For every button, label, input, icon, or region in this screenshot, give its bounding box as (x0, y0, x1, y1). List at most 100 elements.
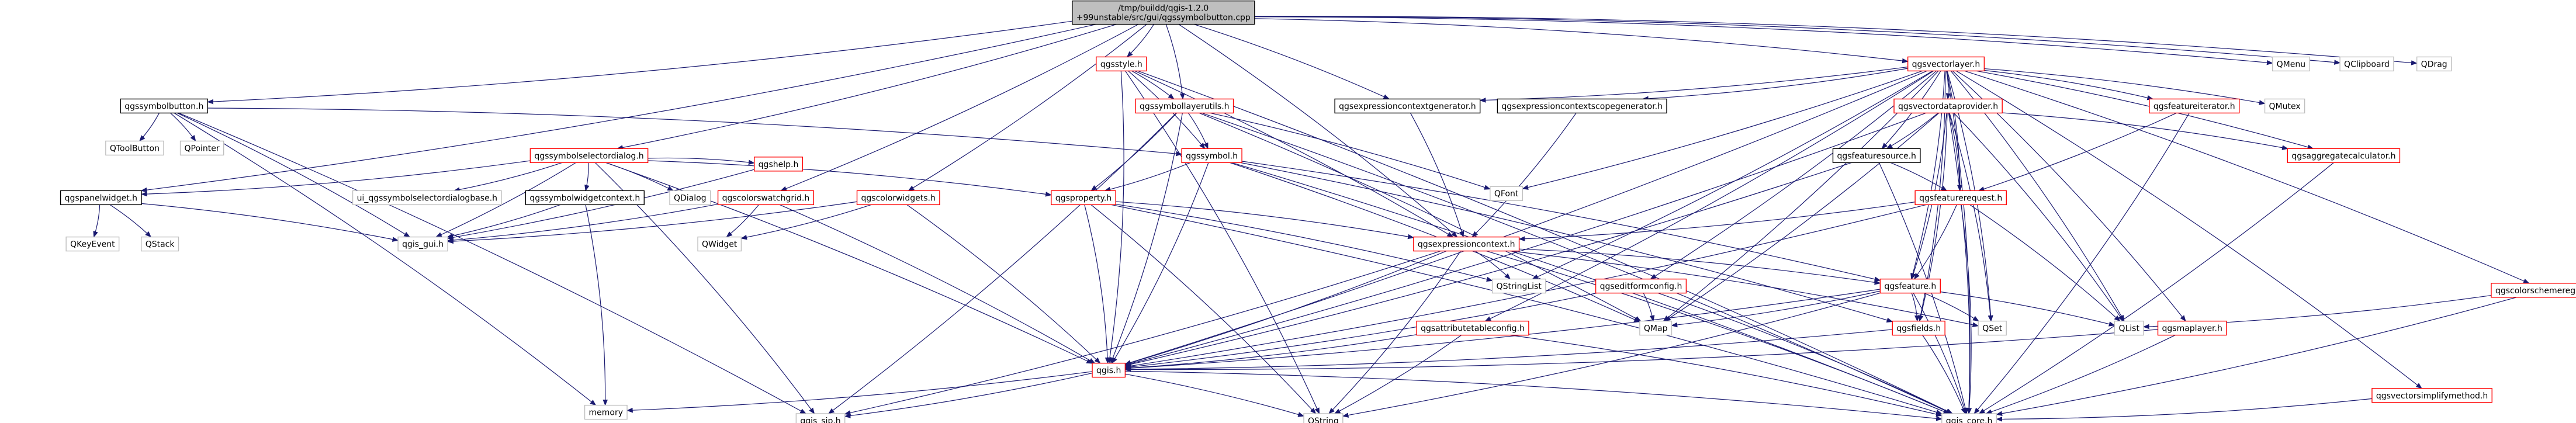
node-qgsexprctxscopegen[interactable]: qgsexpressioncontextscopegenerator.h (1497, 98, 1667, 114)
node-label: qgscolorswatchgrid.h (722, 193, 810, 203)
node-qgscolorswatchgrid[interactable]: qgscolorswatchgrid.h (717, 190, 814, 206)
edge (617, 24, 1117, 150)
node-label: qgsvectorlayer.h (1912, 60, 1981, 69)
edge-qgsstyle-to-qgis-core (1138, 70, 1954, 414)
edge (1124, 329, 2158, 372)
node-qgspanelwidget[interactable]: qgspanelwidget.h (60, 190, 142, 206)
node-qdialog[interactable]: QDialog (669, 190, 711, 206)
edge-qgssymbolbutton-to-qgis-sip (178, 112, 806, 414)
edge (1969, 204, 2121, 322)
node-qgsproperty[interactable]: qgsproperty.h (1051, 190, 1116, 206)
edge-qgssymbolbutton-to-qtoolbutton (139, 113, 160, 142)
node-qmutex[interactable]: QMutex (2264, 98, 2305, 114)
node-qgscolorschemeregistry[interactable]: qgscolorschemeregistry.h (2491, 283, 2576, 298)
node-box (753, 157, 804, 172)
edge-qgsvectordataprovider-to-qlist (1953, 113, 2124, 322)
edge (626, 371, 1093, 413)
node-qgsmaplayer[interactable]: qgsmaplayer.h (2157, 320, 2227, 336)
edge (1486, 251, 1950, 414)
edge-qgsvectordataprovider-to-qgsaggregatecalculator (2002, 112, 2288, 150)
edge (828, 113, 1177, 414)
node-box (1893, 98, 2003, 114)
node-label: qgsfeaturesource.h (1837, 151, 1916, 161)
node-ui-qgssymbolselectordialogbase[interactable]: ui_qgssymbolselectordialogbase.h (352, 190, 502, 206)
edge (1642, 68, 1908, 102)
edge (1334, 335, 1462, 414)
edge (1112, 162, 1209, 364)
node-qgsvectorsimplifymethod[interactable]: qgsvectorsimplifymethod.h (2371, 388, 2492, 403)
node-qgsvectorlayer[interactable]: qgsvectorlayer.h (1907, 56, 1985, 72)
edge-qgssymbolselectordialog-to-qgssymbolwidgetcontext (584, 162, 590, 192)
node-root[interactable]: /tmp/buildd/qgis-1.2.0+99unstable/src/gu… (1072, 0, 1255, 25)
edge (1948, 113, 1972, 415)
node-qgssymbolwidgetcontext[interactable]: qgssymbolwidgetcontext.h (525, 190, 645, 206)
node-box (352, 190, 502, 206)
node-box (1907, 56, 1985, 72)
node-qgssymbolbutton[interactable]: qgssymbolbutton.h (120, 98, 209, 114)
node-qtoolbutton[interactable]: QToolButton (105, 140, 164, 156)
edge (1254, 16, 2341, 65)
edge (1084, 204, 1110, 364)
node-box (1303, 413, 1344, 423)
node-qgssymbol[interactable]: qgssymbol.h (1181, 148, 1242, 164)
node-label: /tmp/buildd/qgis-1.2.0+99unstable/src/gu… (1076, 4, 1251, 23)
edge-qgsexpressioncontext-to-qstringlist (1474, 251, 1511, 280)
node-qgssymbollayerutils[interactable]: qgssymbollayerutils.h (1135, 98, 1234, 114)
edge-qgsvectorlayer-to-qgseditformconfig (1650, 70, 1937, 280)
node-memory[interactable]: memory (584, 404, 628, 420)
node-label: qgssymbollayerutils.h (1140, 102, 1230, 111)
node-box (1892, 320, 1945, 336)
node-qgseditformconfig[interactable]: qgseditformconfig.h (1595, 278, 1687, 294)
edge (585, 204, 608, 406)
node-qgscolorwidgets[interactable]: qgscolorwidgets.h (856, 190, 940, 206)
node-qdrag[interactable]: QDrag (2416, 56, 2452, 72)
node-qgsvectordataprovider[interactable]: qgsvectordataprovider.h (1893, 98, 2003, 114)
node-qfont[interactable]: QFont (1490, 186, 1524, 201)
node-qpointer[interactable]: QPointer (179, 140, 224, 156)
node-qgshelp[interactable]: qgshelp.h (753, 157, 804, 172)
node-qlist[interactable]: QList (2114, 320, 2144, 336)
node-box (1096, 56, 1147, 72)
edge-qgscolorschemeregistry-to-qgis-core (1996, 297, 2517, 417)
edge-qgsexprctxscopegen-to-qgsexpressioncontext (1471, 113, 1577, 238)
edge (174, 112, 597, 406)
edge-root-to-qclipboard (1254, 16, 2341, 65)
node-qkeyevent[interactable]: QKeyEvent (65, 236, 120, 252)
node-box (1051, 190, 1116, 206)
node-qgsexpressioncontext[interactable]: qgsexpressioncontext.h (1413, 236, 1520, 252)
node-qgsstyle[interactable]: qgsstyle.h (1096, 56, 1147, 72)
node-qgis-sip[interactable]: qgis_sip.h (795, 413, 846, 423)
node-qmenu[interactable]: QMenu (2272, 56, 2310, 72)
edge (140, 160, 531, 197)
node-qwidget[interactable]: QWidget (697, 236, 742, 252)
edge (1658, 293, 1953, 414)
node-qstringlist[interactable]: QStringList (1491, 278, 1546, 294)
node-qstring[interactable]: QString (1303, 413, 1344, 423)
node-label: qgsfeaturerequest.h (1919, 193, 2002, 203)
node-qgis[interactable]: qgis.h (1092, 362, 1126, 378)
edge (1342, 292, 1881, 418)
node-qstack[interactable]: QStack (141, 236, 179, 252)
node-qgsfeatureiterator[interactable]: qgsfeatureiterator.h (2149, 98, 2240, 114)
node-box (1135, 98, 1234, 114)
edge-root-to-qgscolorwidgets (908, 24, 1147, 191)
node-box (2272, 56, 2310, 72)
node-qgsattributetableconfig[interactable]: qgsattributetableconfig.h (1416, 320, 1529, 336)
node-qgis-core[interactable]: qgis_core.h (1941, 413, 1997, 423)
node-qgsfeaturesource[interactable]: qgsfeaturesource.h (1832, 148, 1921, 164)
node-qgsfields[interactable]: qgsfields.h (1892, 320, 1945, 336)
node-qgis-gui[interactable]: qgis_gui.h (397, 236, 448, 252)
node-qgssymbolselectordialog[interactable]: qgssymbolselectordialog.h (529, 148, 649, 164)
edge-qgssymbollayerutils-to-qgsproperty (1090, 113, 1178, 192)
node-label: QStack (146, 240, 175, 249)
node-qclipboard[interactable]: QClipboard (2339, 56, 2394, 72)
node-qgsaggregatecalculator[interactable]: qgsaggregatecalculator.h (2287, 148, 2401, 164)
node-qmap[interactable]: QMap (1639, 320, 1673, 336)
node-qgsfeature[interactable]: qgsfeature.h (1879, 278, 1941, 294)
edge-qgsfeature-to-qset (1923, 293, 1979, 322)
edge (1976, 70, 2314, 150)
node-qgsexprctxgen[interactable]: qgsexpressioncontextgenerator.h (1334, 98, 1481, 114)
node-qgsfeaturerequest[interactable]: qgsfeaturerequest.h (1914, 190, 2007, 206)
node-qset[interactable]: QSet (1978, 320, 2007, 336)
edge (446, 204, 561, 238)
